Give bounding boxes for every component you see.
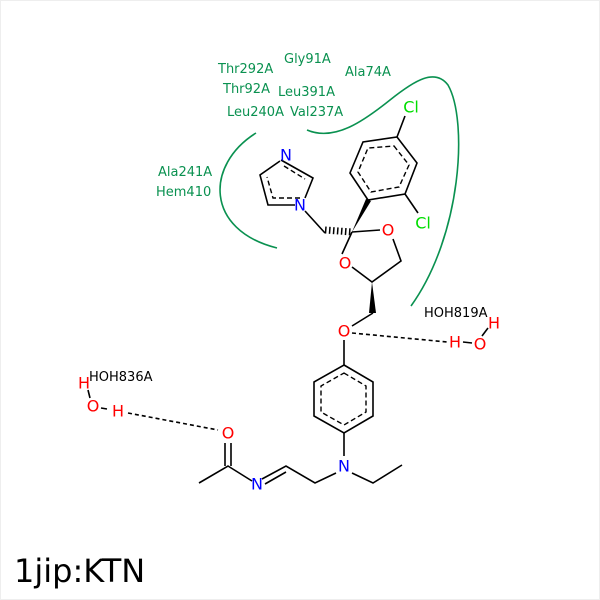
bond [304, 210, 326, 234]
nitrogen-atom: N [294, 196, 306, 215]
oxygen-atom: O [338, 322, 351, 341]
hydrogen-bond [127, 412, 219, 431]
water-label: HOH819A [424, 306, 488, 321]
hydrogen-atom: H [449, 333, 461, 352]
bond [198, 433, 403, 485]
oxygen-atom: O [474, 335, 487, 354]
residue-label: Thr292A [217, 62, 273, 77]
nitrogen-atom: N [338, 457, 350, 476]
oxygen-atom: O [339, 254, 352, 273]
residue-label: Ala241A [158, 165, 212, 180]
chlorine-atom: Cl [403, 98, 419, 117]
bond [462, 327, 489, 344]
structure-id-label: 1jip:KTN [14, 552, 146, 590]
hydrogen-atom: H [78, 374, 90, 393]
hydrophobic-arc-right [306, 76, 460, 307]
hydrogen-atom: H [112, 402, 124, 421]
residue-label: Thr92A [222, 82, 270, 97]
residue-label: Leu391A [278, 85, 335, 100]
hydrogen-atom: H [488, 314, 500, 333]
wedge-bond [352, 199, 371, 232]
dichlorophenyl-ring [349, 115, 419, 214]
phenyl-ring [313, 364, 374, 434]
residue-label: Val237A [290, 105, 343, 120]
bond [87, 389, 108, 410]
residue-label: Leu240A [227, 105, 284, 120]
wedge-bond [369, 282, 376, 313]
hydrogen-bond [351, 332, 448, 343]
nitrogen-atom: N [251, 475, 263, 494]
residue-label: Gly91A [284, 52, 331, 67]
bond [343, 312, 374, 365]
water-label: HOH836A [89, 370, 153, 385]
hashed-wedge-bond [324, 226, 353, 236]
chlorine-atom: Cl [415, 214, 431, 233]
dioxolane-ring [341, 229, 402, 283]
oxygen-atom: O [87, 397, 100, 416]
oxygen-atom: O [382, 221, 395, 240]
hydrophobic-arc-left [219, 132, 278, 249]
residue-label: Ala74A [345, 65, 391, 80]
residue-label: Hem410 [156, 185, 211, 200]
imidazole-ring [259, 159, 315, 206]
nitrogen-atom: N [280, 146, 292, 165]
oxygen-atom: O [222, 424, 235, 443]
